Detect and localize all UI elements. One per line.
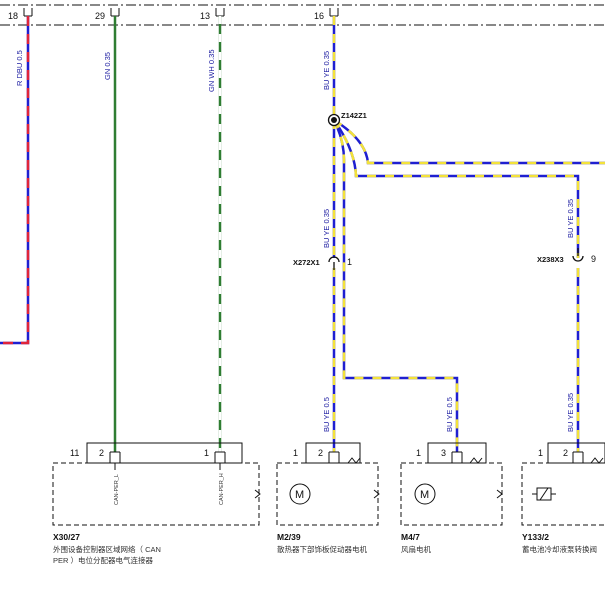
inline-connector-x238x3-pin: 9 — [591, 254, 596, 264]
m2-39-pin-2: 2 — [318, 448, 323, 458]
wire-label-m239: BU YE 0.5 — [322, 397, 331, 432]
component-m4-7 — [400, 442, 503, 526]
y133-2-pin-2: 2 — [563, 448, 568, 458]
inline-connector-x272x1-label: X272X1 — [293, 258, 320, 267]
wire-label-y133: BU YE 0.35 — [566, 393, 575, 432]
wire-label-16: BU YE 0.35 — [322, 51, 331, 90]
top-pin-18: 18 — [8, 11, 18, 21]
m4-7-pin-3: 3 — [441, 448, 446, 458]
m2-39-pin-1: 1 — [293, 448, 298, 458]
x30-27-pin-2: 2 — [99, 448, 104, 458]
wire-18 — [0, 16, 30, 345]
wire-16-harness — [332, 16, 605, 452]
m2-39-motor-icon: M — [295, 489, 304, 501]
m4-7-code: M4/7 — [401, 532, 420, 542]
inline-connector-x238x3-label: X238X3 — [537, 255, 564, 264]
y133-2-pin-1: 1 — [538, 448, 543, 458]
y133-2-desc: 蓄电池冷却液泵转换阀 — [522, 544, 597, 554]
wire-label-29: GN 0.35 — [103, 52, 112, 80]
component-x30-27 — [52, 442, 261, 526]
inline-connector-x238x3 — [572, 248, 584, 262]
m2-39-code: M2/39 — [277, 532, 301, 542]
x30-27-desc-2: PER ）电位分配器电气连接器 — [53, 555, 154, 565]
valve-icon — [532, 487, 556, 501]
top-pin-16: 16 — [314, 11, 324, 21]
component-y133-2 — [521, 442, 605, 526]
x30-27-desc-1: 外围设备控制器区域网络（ CAN — [53, 544, 161, 554]
top-pin-13: 13 — [200, 11, 210, 21]
top-pin-ticks — [23, 8, 339, 17]
wire-label-13: GN WH 0.35 — [207, 49, 216, 92]
x30-27-code: X30/27 — [53, 532, 80, 542]
inline-connector-x272x1 — [328, 256, 340, 270]
x30-27-pin-11: 11 — [70, 448, 79, 458]
inline-connector-x272x1-pin: 1 — [347, 257, 352, 267]
wire-label-16b: BU YE 0.35 — [322, 209, 331, 248]
top-pin-29: 29 — [95, 11, 105, 21]
splice-label: Z142Z1 — [341, 111, 367, 120]
x30-27-pin-1: 1 — [204, 448, 209, 458]
x30-27-can-l: CAN-PER_L — [114, 474, 120, 505]
wire-label-9: BU YE 0.35 — [566, 199, 575, 238]
m2-39-desc: 散热器下部饰板促动器电机 — [277, 544, 367, 554]
splice-z142z1 — [327, 113, 341, 127]
wire-label-18: R DBU 0.5 — [15, 50, 24, 86]
m4-7-desc: 风扇电机 — [401, 544, 431, 554]
y133-2-code: Y133/2 — [522, 532, 549, 542]
m4-7-pin-1: 1 — [416, 448, 421, 458]
m4-7-motor-icon: M — [420, 489, 429, 501]
x30-27-can-h: CAN-PER_H — [219, 473, 225, 505]
wire-label-m47: BU YE 0.5 — [445, 397, 454, 432]
component-m2-39 — [276, 442, 380, 526]
